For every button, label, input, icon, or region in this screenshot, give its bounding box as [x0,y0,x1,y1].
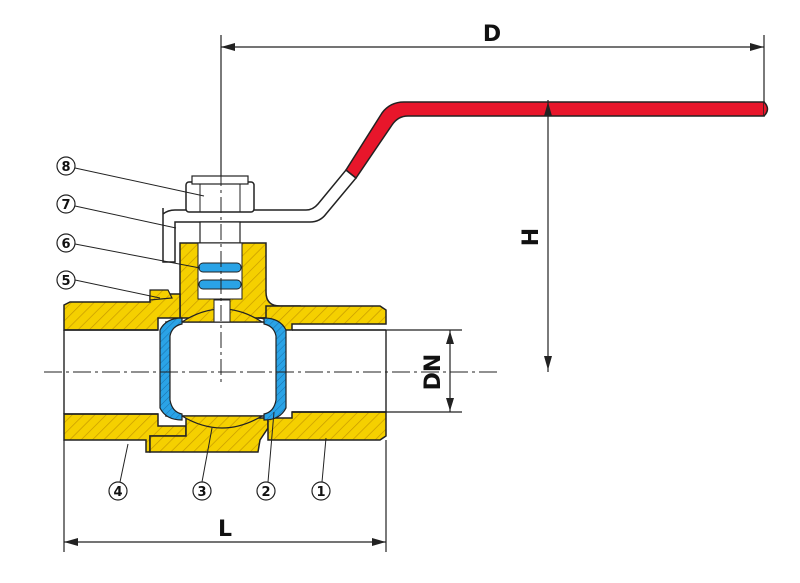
handle-lever [162,101,769,263]
dimension-h: H [519,100,552,372]
dimension-dn-label: DN [421,354,446,391]
callout-5: 5 [56,270,76,290]
ball [165,299,279,429]
svg-text:6: 6 [61,237,70,252]
svg-text:7: 7 [61,198,70,213]
dimension-h-label: H [519,228,544,246]
dimension-dn: DN [292,329,462,413]
dimension-d: D [220,22,765,190]
callout-4: 4 [108,481,128,501]
callout-leaders [74,167,327,483]
svg-text:4: 4 [113,485,122,500]
stem-nut [185,175,255,213]
valve-body [63,289,387,453]
callout-3: 3 [192,481,212,501]
svg-text:3: 3 [197,485,206,500]
dimension-l: L [63,440,387,552]
ball-seats [159,317,287,421]
svg-text:5: 5 [61,274,70,289]
svg-text:2: 2 [261,485,270,500]
callout-7: 7 [56,194,76,214]
callout-6: 6 [56,233,76,253]
svg-text:8: 8 [61,160,70,175]
callout-2: 2 [256,481,276,501]
svg-text:1: 1 [316,485,325,500]
callout-8: 8 [56,156,76,176]
callout-1: 1 [311,481,331,501]
o-rings [198,262,242,290]
dimension-d-label: D [483,22,501,47]
dimension-l-label: L [218,517,232,542]
